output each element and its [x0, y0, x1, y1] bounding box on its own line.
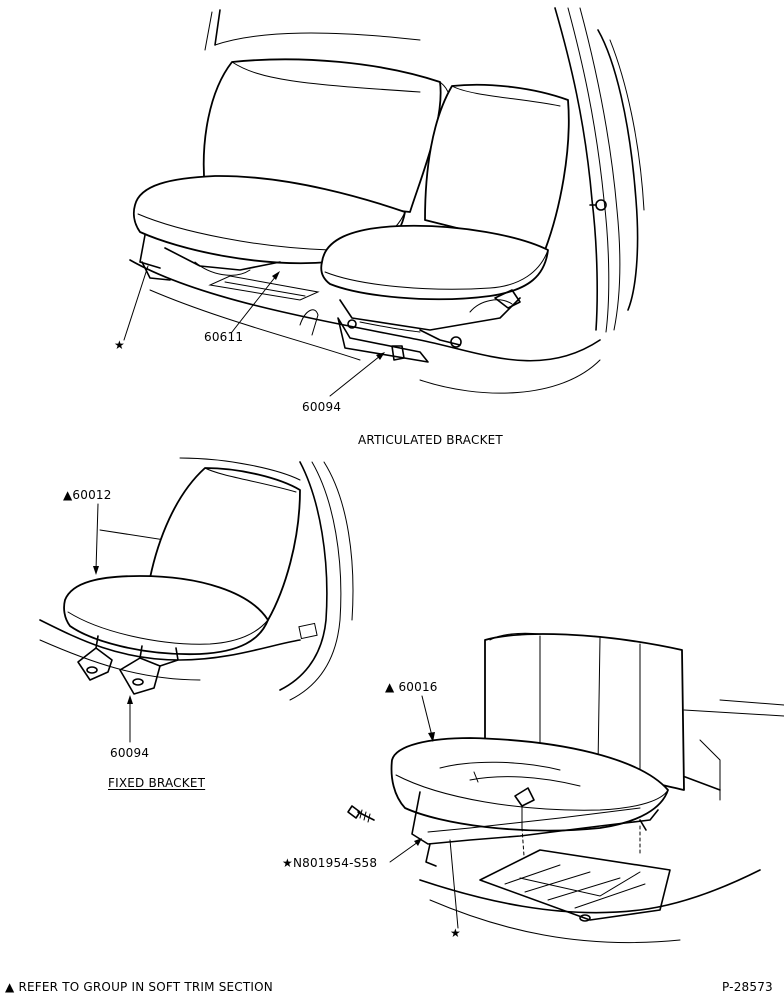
caption-fixed-bracket: FIXED BRACKET — [108, 776, 206, 790]
callout-star-top: ★ — [114, 338, 125, 352]
bench-seat-bottom — [390, 632, 685, 867]
leaders-fixed — [93, 503, 133, 743]
cab-interior-top — [129, 7, 645, 394]
leaders-top — [123, 265, 385, 397]
callout-60094-articulated: 60094 — [302, 400, 342, 414]
fixed-bracket-seat — [63, 467, 301, 695]
callout-60094-fixed: 60094 — [110, 746, 150, 760]
callout-60611: 60611 — [204, 330, 244, 344]
callout-60016: ▲ 60016 — [385, 680, 438, 694]
cab-interior-fixed — [39, 457, 354, 701]
bolt-n801954 — [347, 805, 375, 823]
callout-60012: ▲60012 — [63, 488, 112, 502]
callout-star-bottom: ★ — [450, 926, 461, 940]
leaders-bottom — [389, 695, 459, 929]
figure-number: P-28573 — [722, 980, 773, 994]
caption-articulated-bracket: ARTICULATED BRACKET — [358, 433, 503, 447]
bucket-seat-top — [320, 83, 570, 363]
footnote-soft-trim: ▲ REFER TO GROUP IN SOFT TRIM SECTION — [5, 980, 273, 994]
cab-interior-bottom — [419, 699, 784, 944]
callout-n801954-s58: ★N801954-S58 — [282, 856, 378, 870]
